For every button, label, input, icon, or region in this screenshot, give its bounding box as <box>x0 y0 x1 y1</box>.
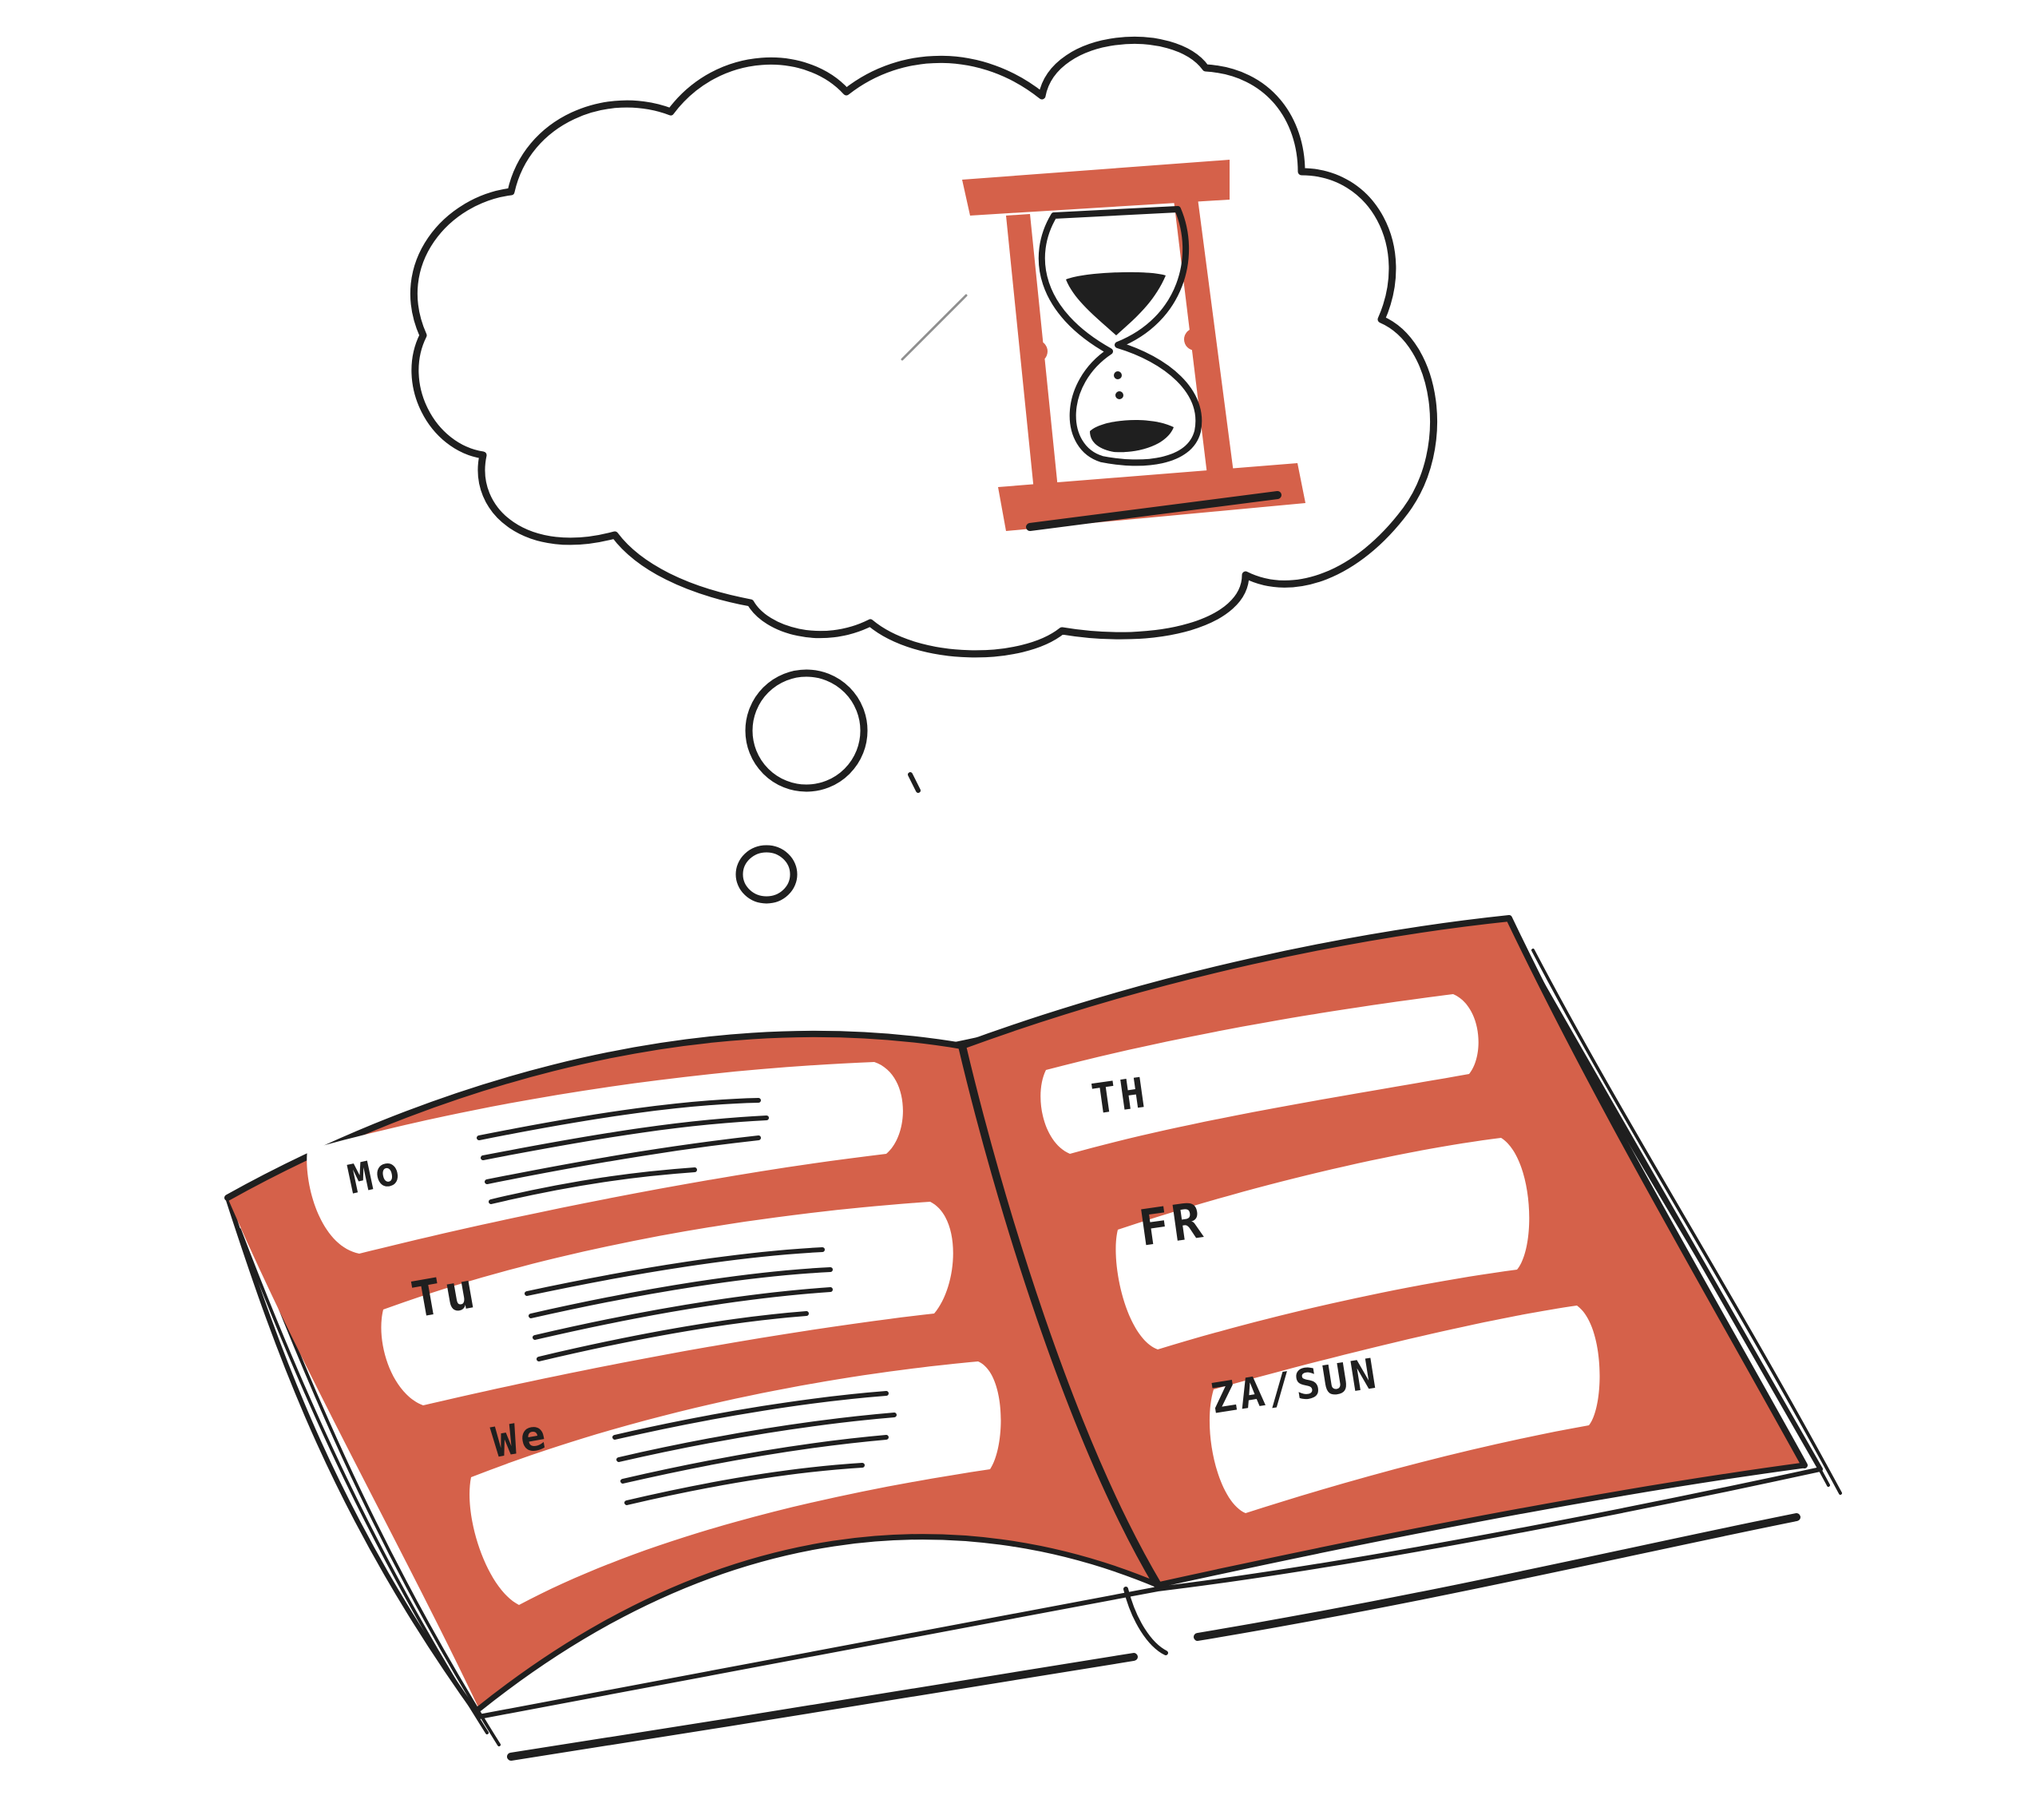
hourglass-top-bar <box>962 160 1230 216</box>
written-line <box>612 1391 889 1440</box>
thought-cloud <box>410 37 1437 904</box>
book-edge-line <box>1531 949 1842 1495</box>
book-bottom-curve <box>476 1462 1808 1712</box>
hourglass-sand-bottom <box>1090 419 1174 453</box>
written-line <box>537 1311 809 1361</box>
left-day-block-3: We <box>469 1361 1001 1605</box>
day-box <box>1040 994 1479 1154</box>
written-line <box>624 1463 865 1505</box>
book-shadow <box>1194 1513 1800 1641</box>
day-label-tu: Tu <box>407 1261 482 1329</box>
left-day-block-1: Mo <box>307 1062 903 1254</box>
right-day-block-2: FR <box>1115 1138 1530 1349</box>
hourglass-right-knob <box>1184 328 1206 351</box>
book-shadow <box>507 1653 1138 1761</box>
hourglass-sand-grain <box>1115 391 1123 399</box>
thought-bubble-medium <box>745 669 868 792</box>
written-line <box>616 1413 897 1462</box>
written-line <box>489 1167 697 1204</box>
book-spine-bottom <box>1123 1587 1168 1655</box>
book-spine <box>958 1042 1162 1589</box>
written-line <box>525 1247 825 1296</box>
written-line <box>529 1267 833 1318</box>
hourglass-sand-top <box>1066 271 1166 335</box>
right-day-block-3: ZA/SUN <box>1208 1306 1600 1513</box>
day-label-we: We <box>489 1410 553 1467</box>
day-box <box>1115 1138 1530 1349</box>
day-box <box>1209 1306 1600 1513</box>
hourglass-glass <box>1038 206 1202 466</box>
day-label-fr: FR <box>1135 1191 1209 1258</box>
hourglass-sand-grain <box>1114 371 1122 379</box>
hourglass-icon <box>962 160 1305 531</box>
left-day-block-2: Tu <box>381 1202 953 1405</box>
written-line <box>481 1115 769 1160</box>
written-line <box>620 1435 889 1484</box>
book-edge-line <box>238 1228 489 1734</box>
written-line <box>533 1287 833 1340</box>
written-line <box>477 1098 761 1140</box>
thought-bubble-small <box>735 845 798 904</box>
hourglass-bottom-bar <box>998 463 1305 531</box>
cloud-sketch-mark <box>901 294 968 361</box>
right-day-block-1: TH <box>1040 994 1479 1154</box>
thought-cloud-outline <box>410 37 1437 658</box>
right-page-outline <box>959 915 1808 1468</box>
day-box <box>469 1361 1001 1605</box>
open-book-icon: Mo Tu We TH FR <box>224 915 1842 1761</box>
thought-bubble-dot <box>908 772 921 793</box>
hourglass-left-knob <box>1025 340 1048 363</box>
written-line <box>485 1135 761 1184</box>
hourglass-shadow <box>1026 491 1281 531</box>
day-label-th: TH <box>1088 1069 1151 1124</box>
day-label-mo: Mo <box>343 1147 406 1203</box>
book-page-edges <box>225 924 1823 1719</box>
